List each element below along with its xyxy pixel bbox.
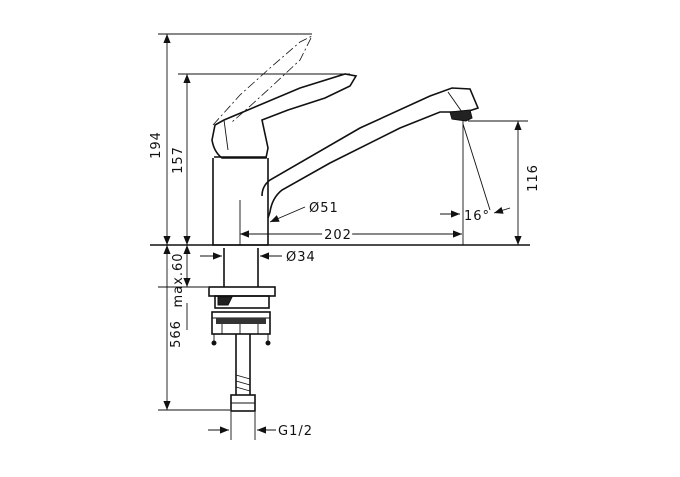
threaded-nut bbox=[211, 311, 271, 335]
dim-spout-angle: 16° bbox=[464, 209, 490, 224]
mounting-plate bbox=[208, 286, 276, 297]
faucet-body bbox=[212, 158, 269, 246]
supply-hose bbox=[235, 334, 251, 395]
dim-total-height: 194 bbox=[149, 131, 164, 159]
dim-max-deck: max.60 bbox=[171, 253, 186, 308]
spout-aerator bbox=[449, 109, 473, 122]
dim-handle-height: 157 bbox=[171, 146, 186, 174]
faucet-outline bbox=[150, 35, 530, 412]
dim-body-diameter: Ø51 bbox=[309, 201, 339, 216]
dim-base-diameter: Ø34 bbox=[286, 250, 316, 265]
spout bbox=[261, 87, 480, 219]
dim-spout-clearance: 116 bbox=[526, 164, 541, 192]
dim-thread: G1/2 bbox=[278, 424, 313, 439]
dimension-labels: 194 157 116 Ø51 202 Ø34 max.60 566 G1/2 … bbox=[149, 131, 541, 439]
dimension-lines bbox=[158, 33, 528, 440]
dim-spout-reach: 202 bbox=[324, 228, 352, 243]
mounting-shank bbox=[223, 248, 259, 287]
lever-handle bbox=[211, 73, 358, 159]
lever-handle-raised bbox=[212, 35, 313, 126]
dim-hose-length: 566 bbox=[169, 320, 184, 348]
